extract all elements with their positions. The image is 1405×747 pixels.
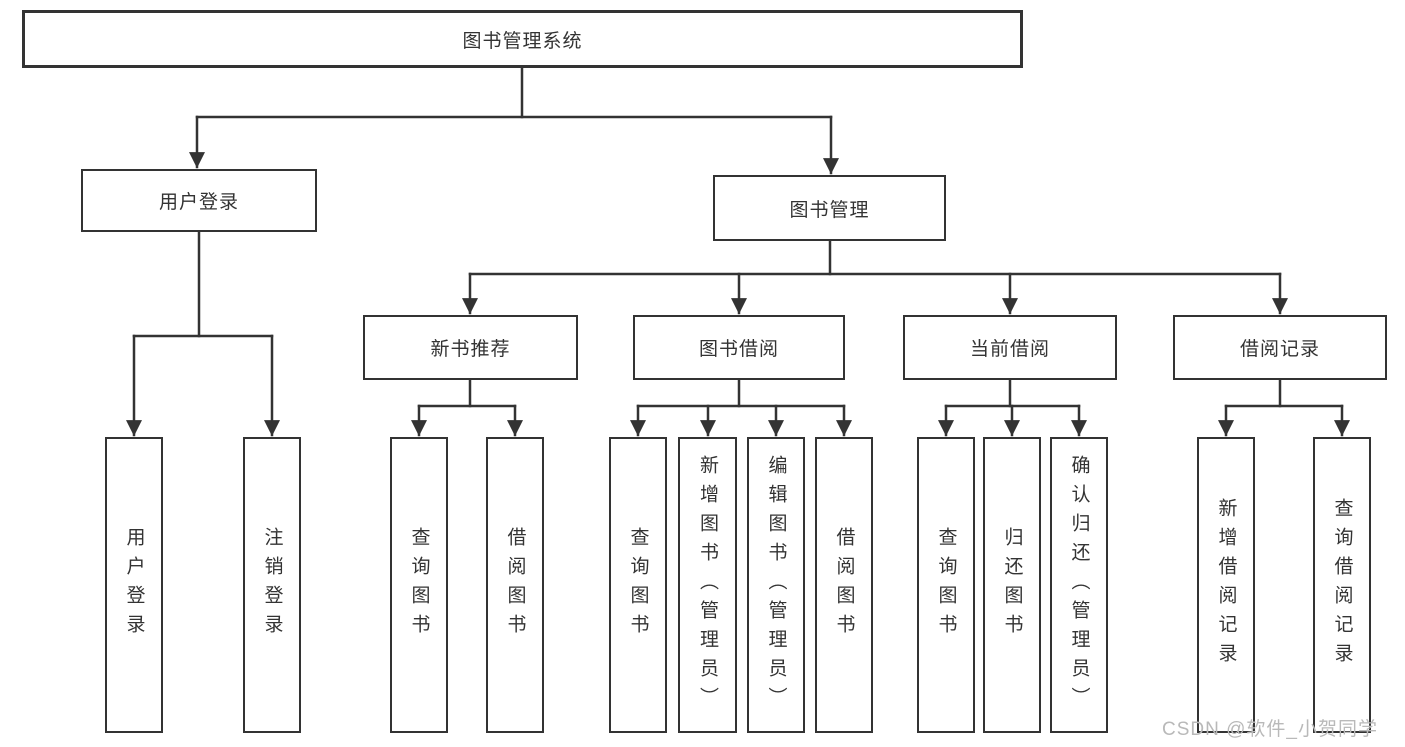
leaf-user-login: 用户登录 <box>105 437 163 733</box>
leaf-recommend-borrow-books: 借阅图书 <box>486 437 544 733</box>
node-current-borrowing: 当前借阅 <box>903 315 1117 380</box>
node-new-book-recommend: 新书推荐 <box>363 315 578 380</box>
csdn-watermark: CSDN @软件_小贺同学 <box>1162 719 1378 740</box>
node-book-management: 图书管理 <box>713 175 946 241</box>
leaf-current-return-books: 归还图书 <box>983 437 1041 733</box>
leaf-records-add-record: 新增借阅记录 <box>1197 437 1255 733</box>
leaf-borrowing-edit-books-admin: 编辑图书（管理员） <box>747 437 805 733</box>
node-book-borrowing: 图书借阅 <box>633 315 845 380</box>
leaf-current-confirm-return-admin: 确认归还（管理员） <box>1050 437 1108 733</box>
node-library-management-system: 图书管理系统 <box>22 10 1023 68</box>
leaf-current-query-books: 查询图书 <box>917 437 975 733</box>
node-borrowing-records: 借阅记录 <box>1173 315 1387 380</box>
node-user-login: 用户登录 <box>81 169 317 232</box>
leaf-borrowing-borrow-books: 借阅图书 <box>815 437 873 733</box>
leaf-borrowing-query-books: 查询图书 <box>609 437 667 733</box>
leaf-records-query-record: 查询借阅记录 <box>1313 437 1371 733</box>
leaf-logout: 注销登录 <box>243 437 301 733</box>
leaf-recommend-query-books: 查询图书 <box>390 437 448 733</box>
leaf-borrowing-add-books-admin: 新增图书（管理员） <box>678 437 737 733</box>
